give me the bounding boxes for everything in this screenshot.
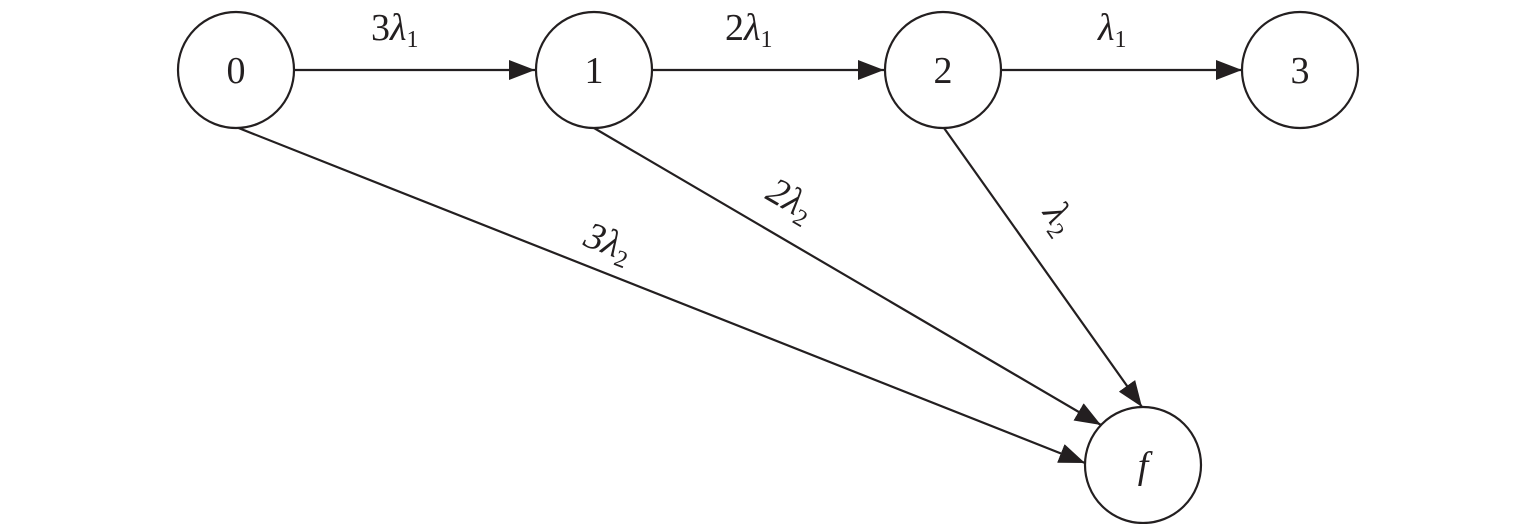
node-0-label: 0 <box>227 50 246 92</box>
svg-text:λ2: λ2 <box>1031 193 1086 244</box>
edge-1-to-f <box>593 127 1102 426</box>
lambda-symbol: λ <box>389 7 406 49</box>
node-3: 3 <box>1240 10 1360 130</box>
edge-label-1-2: 2λ1 <box>725 7 772 53</box>
node-1: 1 <box>534 10 654 130</box>
lambda-symbol: λ <box>1097 7 1114 49</box>
edge-label-0-1-sub: 1 <box>406 27 418 53</box>
edge-label-1-f: 2λ2 <box>758 169 822 233</box>
node-2-label: 2 <box>934 50 953 92</box>
node-2: 2 <box>883 10 1003 130</box>
edge-2-to-f <box>943 127 1143 408</box>
edge-label-0-1: 3λ1 <box>371 7 418 53</box>
edge-label-2-3-sub: 1 <box>1114 27 1126 53</box>
node-1-label: 1 <box>585 50 604 92</box>
edge-label-2-f: λ2 <box>1031 193 1086 244</box>
edge-label-1-2-sub: 1 <box>760 27 772 53</box>
node-f: f <box>1083 405 1203 524</box>
node-0: 0 <box>176 10 296 130</box>
edge-0-to-f <box>235 125 1086 465</box>
edge-label-2-3: λ1 <box>1097 7 1126 53</box>
node-3-label: 3 <box>1291 50 1310 92</box>
lambda-symbol: λ <box>743 7 760 49</box>
edge-label-0-1-coef: 3 <box>371 7 390 49</box>
svg-text:2λ2: 2λ2 <box>758 169 822 233</box>
edge-label-1-2-coef: 2 <box>725 7 744 49</box>
